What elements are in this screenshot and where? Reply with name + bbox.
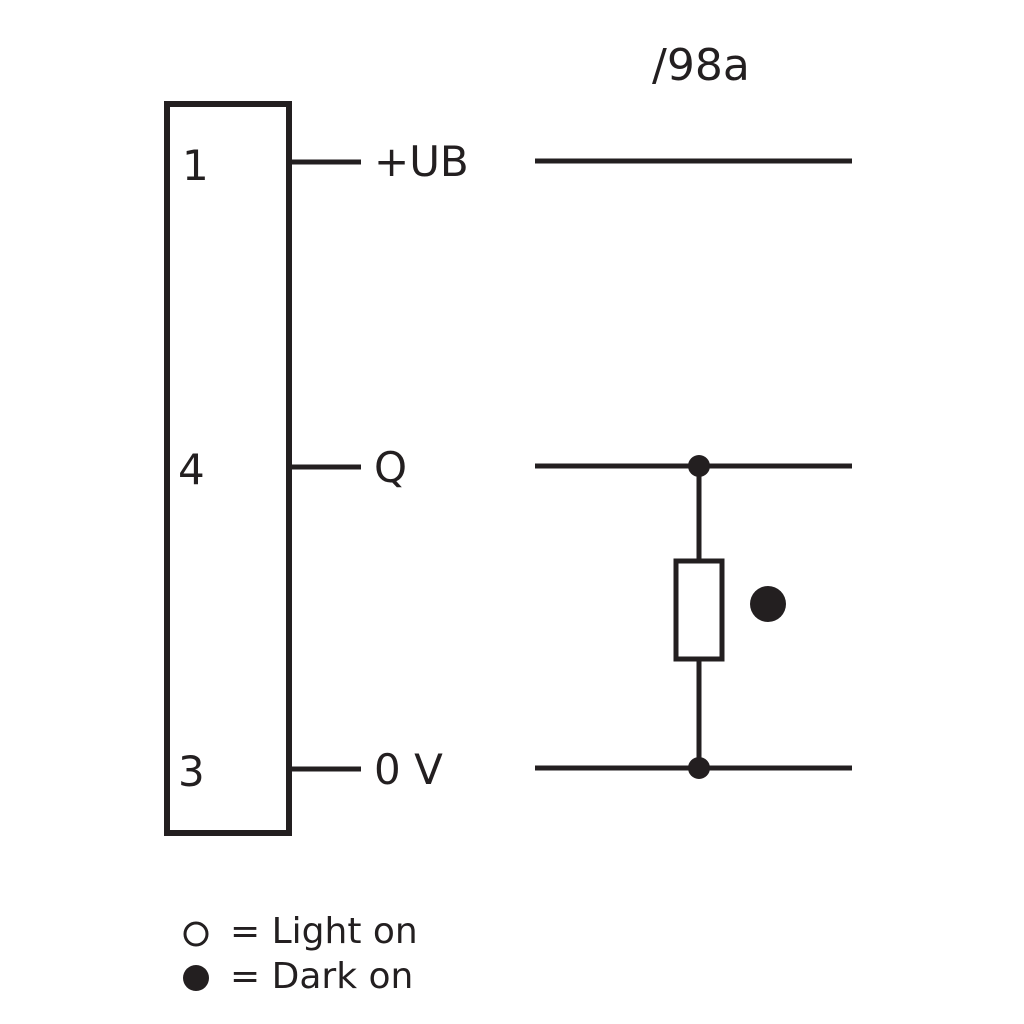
legend-open-circle-icon [183,921,209,947]
pin-number-4: 4 [178,445,205,494]
pin-number-1: 1 [182,141,209,190]
signal-label-q: Q [374,443,407,492]
load-resistor [673,558,725,662]
signal-label-ub: +UB [374,137,469,186]
legend-light-on-label: = Light on [230,911,418,952]
pin-number-3: 3 [178,747,205,796]
junction-dot-output [688,455,710,477]
signal-label-0v: 0 V [374,745,443,794]
junction-dot-ground [688,757,710,779]
legend-dark-on-label: = Dark on [230,956,413,997]
variant-code-label: /98a [652,40,750,91]
legend-filled-circle-icon [183,965,209,991]
dark-on-indicator-dot [750,586,786,622]
